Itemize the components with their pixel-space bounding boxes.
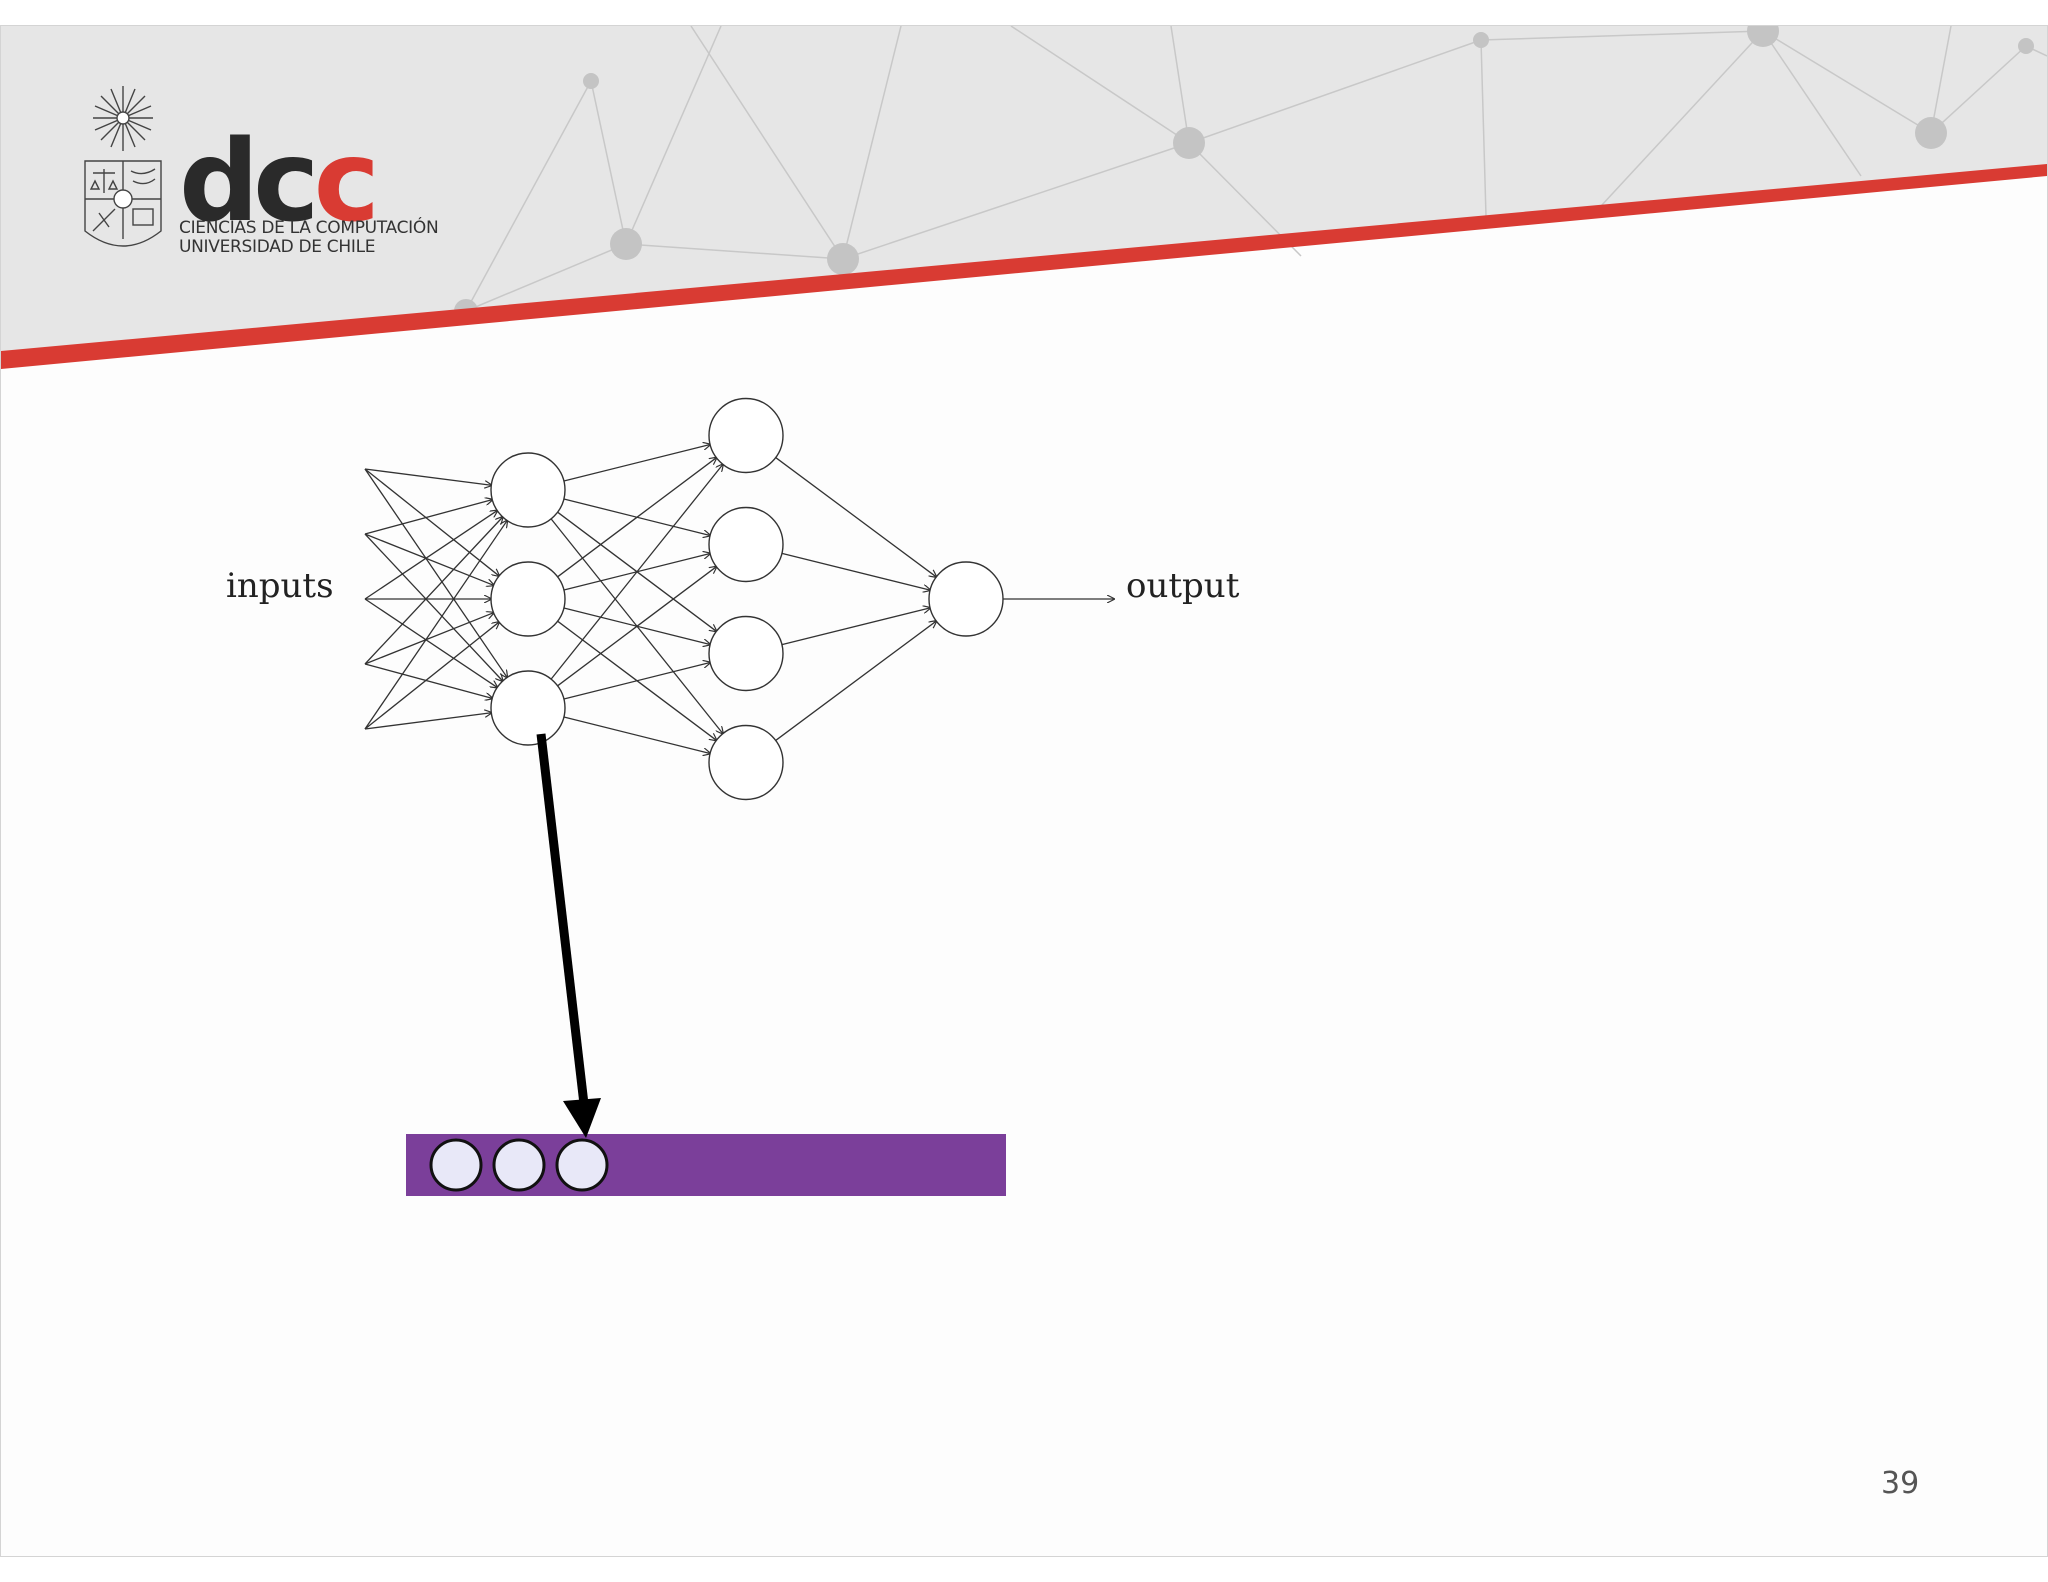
network-edges [364, 444, 1114, 754]
hidden1-node [490, 561, 566, 637]
edge-hidden2-output [775, 621, 937, 741]
network-pattern-nodes [454, 26, 2034, 323]
edge-hidden1-hidden2 [557, 567, 717, 687]
vector-cell [555, 1138, 609, 1192]
header-banner [1, 26, 2047, 369]
hidden1-node-highlighted [490, 670, 566, 746]
vector-cells [429, 1138, 609, 1192]
edge-hidden1-hidden2 [563, 662, 710, 700]
edge-hidden1-hidden2 [563, 444, 710, 482]
vector-cell [429, 1138, 483, 1192]
edge-input-hidden1 [364, 533, 494, 585]
edge-input-hidden1 [364, 521, 507, 730]
edge-hidden2-output [775, 457, 937, 577]
dcc-wordmark: dcc [179, 126, 380, 238]
page-number: 39 [1881, 1466, 1920, 1501]
edge-input-hidden1 [364, 468, 491, 485]
edge-hidden2-output [781, 552, 930, 590]
edge-input-hidden1 [364, 598, 497, 687]
edge-input-hidden1 [364, 468, 507, 677]
mapping-arrow-shaft [536, 733, 589, 1105]
vector-cell [492, 1138, 546, 1192]
department-name: CIENCIAS DE LA COMPUTACIÓN [179, 218, 439, 238]
network-nodes [490, 397, 1004, 801]
output-node [928, 561, 1004, 637]
mapping-arrow [536, 733, 601, 1138]
edge-input-hidden1 [364, 511, 497, 600]
hidden2-node [708, 724, 784, 801]
mapping-arrow-head [563, 1098, 601, 1138]
output-label: output [1126, 566, 1240, 606]
edge-input-hidden1 [364, 517, 503, 665]
edge-input-hidden1 [364, 613, 494, 665]
edge-input-hidden1 [364, 622, 499, 730]
edge-hidden1-hidden2 [557, 458, 717, 578]
wordmark-accent: c [313, 117, 380, 247]
edge-hidden1-hidden2 [563, 716, 710, 754]
university-name: UNIVERSIDAD DE CHILE [179, 237, 376, 257]
edge-hidden1-hidden2 [550, 464, 723, 680]
hidden2-node [708, 397, 784, 474]
hidden2-node [708, 506, 784, 583]
edge-hidden2-output [781, 608, 930, 646]
hidden2-node [708, 615, 784, 692]
wordmark-dark: dc [179, 117, 320, 247]
hidden-vector [406, 1134, 1006, 1196]
edge-input-hidden1 [364, 663, 492, 698]
inputs-label: inputs [226, 566, 334, 606]
slide: dcc CIENCIAS DE LA COMPUTACIÓN UNIVERSID… [0, 25, 2048, 1557]
header-gray-band [1, 26, 2047, 356]
header-red-stripe [1, 164, 2047, 369]
edge-input-hidden1 [364, 500, 492, 535]
university-crest-icon [84, 86, 162, 247]
network-pattern-decoration [465, 26, 2047, 312]
edge-input-hidden1 [364, 713, 491, 730]
edge-input-hidden1 [364, 533, 503, 681]
dcc-logo [81, 81, 431, 281]
neural-network-diagram: inputs output [226, 397, 1240, 1196]
hidden1-node [490, 452, 566, 528]
edge-input-hidden1 [364, 468, 499, 576]
